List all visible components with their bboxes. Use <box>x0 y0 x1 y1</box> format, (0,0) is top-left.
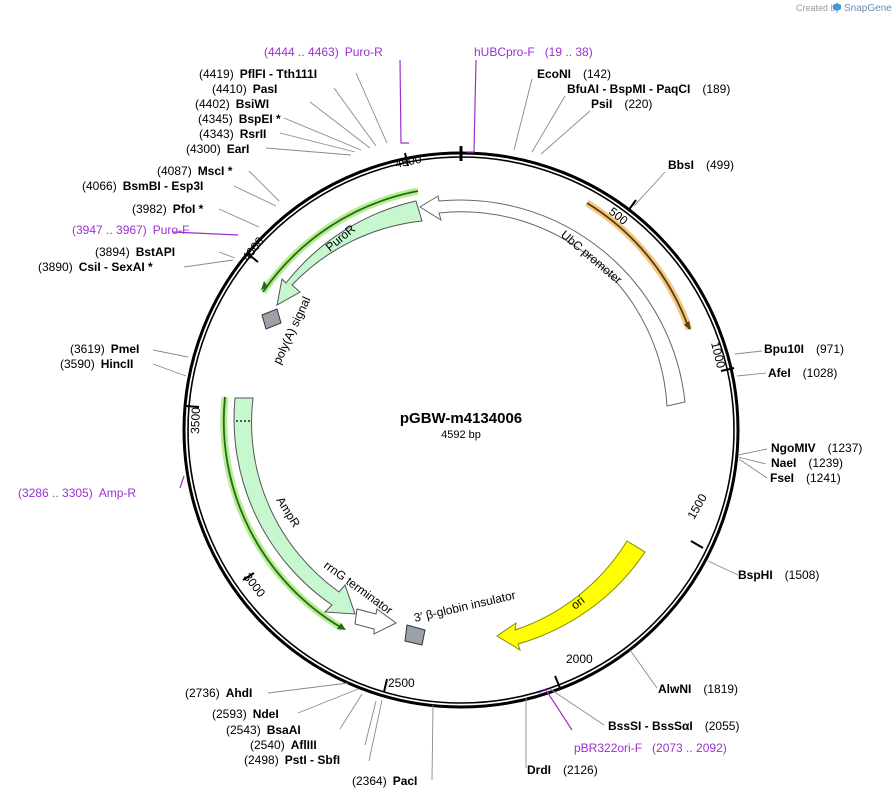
site-label-bstapi: (3894)BstAPI <box>95 245 175 259</box>
ori-arrow[interactable] <box>496 540 646 652</box>
primer-label-puro-f: (3947 .. 3967)Puro-F <box>72 223 189 237</box>
site-label-psii: PsiI(220) <box>591 97 652 111</box>
tick-mark <box>690 540 704 549</box>
site-label-afliii: (2540)AflIII <box>250 738 317 752</box>
ampr-arrow[interactable] <box>233 397 356 615</box>
site-labels: (4444 .. 4463)Puro-R hUBCpro-F(19 .. 38)… <box>18 45 862 788</box>
backbone <box>182 146 740 709</box>
site-label-econi: EcoNI(142) <box>537 67 611 81</box>
site-label-pflfi: (4419)PflFI - Tth111I <box>199 67 317 81</box>
tick-mark <box>185 405 200 408</box>
site-label-bsaai: (2543)BsaAI <box>226 723 301 737</box>
site-label-csii: (3890)CsiI - SexAI * <box>38 260 153 274</box>
tick-mark <box>554 675 561 689</box>
site-label-ndei: (2593)NdeI <box>212 707 279 721</box>
site-label-rsrii: (4343)RsrII <box>199 127 266 141</box>
site-label-pfoi: (3982)PfoI * <box>132 202 204 216</box>
site-label-eari: (4300)EarI <box>186 142 249 156</box>
primer-label-puro-r: (4444 .. 4463)Puro-R <box>264 45 383 59</box>
tick-mark <box>383 678 388 693</box>
amp-primer-arrow-icon <box>337 623 346 630</box>
puro-primer-arrow-icon <box>261 281 268 290</box>
rrng-terminator-arrow[interactable] <box>354 608 397 635</box>
site-label-msci: (4087)MscI * <box>157 164 233 178</box>
site-label-bbsi: BbsI(499) <box>668 158 734 172</box>
credit-brand: SnapGene <box>844 3 892 14</box>
site-label-bpu10i: Bpu10I(971) <box>764 342 844 356</box>
site-label-hincii: (3590)HincII <box>60 357 133 371</box>
ubc-primer-line <box>586 202 690 330</box>
plasmid-name: pGBW-m4134006 <box>400 410 522 427</box>
site-label-afei: AfeI(1028) <box>768 366 837 380</box>
ticks: 500 1000 1500 2000 2500 3000 3500 4000 4… <box>185 152 735 693</box>
site-label-naei: NaeI(1239) <box>771 456 843 470</box>
snapgene-logo-icon <box>833 3 841 11</box>
tick-mark <box>404 152 409 167</box>
tick-mark <box>242 572 255 581</box>
plasmid-length: 4592 bp <box>441 429 481 441</box>
ubc-promoter-arrow[interactable] <box>419 195 686 407</box>
credit-badge: Created by SnapGene <box>796 3 892 14</box>
site-label-pmei: (3619)PmeI <box>70 342 139 356</box>
leader-lines <box>152 72 768 781</box>
tick-mark <box>627 199 637 212</box>
site-label-alwni: AlwNI(1819) <box>658 682 738 696</box>
primer-leader-lines <box>172 59 573 731</box>
tick-label: 1500 <box>684 491 710 521</box>
site-label-fsei: FseI(1241) <box>770 471 841 485</box>
primer-highlights <box>220 187 693 632</box>
site-label-bsiwi: (4402)BsiWI <box>195 97 269 111</box>
primer-label-pbr322ori-f: pBR322ori-F(2073 .. 2092) <box>574 741 727 755</box>
polya-signal-box[interactable] <box>261 308 282 330</box>
site-label-psti: (2498)PstI - SbfI <box>244 753 340 767</box>
primer-label-amp-r: (3286 .. 3305)Amp-R <box>18 486 136 500</box>
site-label-ahdi: (2736)AhdI <box>185 686 252 700</box>
tick-label: 1000 <box>708 340 728 370</box>
site-label-paci: (2364)PacI <box>352 774 417 788</box>
site-label-bsssi: BssSI - BssSαI(2055) <box>608 719 739 733</box>
site-label-drdi: DrdI(2126) <box>527 763 598 777</box>
puro-primer-line <box>262 190 419 293</box>
site-label-pasi: (4410)PasI <box>212 82 277 96</box>
site-label-ngomiv: NgoMIV(1237) <box>771 441 862 455</box>
tick-label: 2500 <box>388 676 415 690</box>
credit-text: Created by <box>796 3 841 13</box>
tick-mark <box>247 253 259 263</box>
globin-insulator-box[interactable] <box>404 624 426 646</box>
ubc-primer-arrow-icon <box>684 321 691 330</box>
feature-label-ubc: UbC promoter <box>558 228 625 287</box>
tick-label: 2000 <box>566 652 593 666</box>
site-label-bsphi: BspHI(1508) <box>738 568 819 582</box>
site-label-bsmbi: (4066)BsmBI - Esp3I <box>82 179 203 193</box>
puror-arrow[interactable] <box>276 200 423 306</box>
site-label-bfuai: BfuAI - BspMI - PaqCI(189) <box>567 82 730 96</box>
amp-primer-line <box>222 396 343 629</box>
tick-label: 3500 <box>188 407 203 434</box>
tick-mark <box>720 367 735 372</box>
feature-label-globin: 3′ β-globin insulator <box>413 588 517 625</box>
tick-label: 4500 <box>394 152 423 171</box>
primer-label-hubcpro-f: hUBCpro-F(19 .. 38) <box>474 45 593 59</box>
site-label-bspei: (4345)BspEI * <box>198 112 281 126</box>
